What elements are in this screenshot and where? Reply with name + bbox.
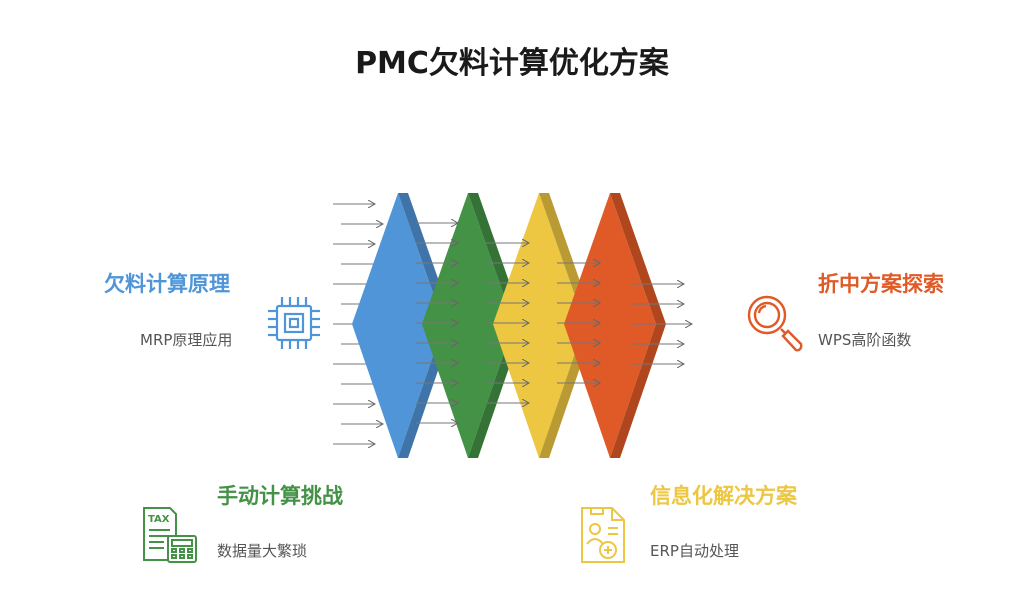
stage-detail-manual: 数据量大繁琐 (217, 542, 308, 560)
page-title: PMC欠料计算优化方案 (355, 46, 669, 81)
chevron-edge-3 (539, 193, 595, 458)
chevron-stage-3 (493, 193, 585, 458)
chevron-stage-1 (352, 193, 444, 458)
clipboard-medical-icon (581, 507, 625, 563)
tax-calculator-icon: TAX (143, 507, 197, 563)
chevron-edge-2 (468, 193, 524, 458)
chevron-stage-2 (422, 193, 514, 458)
stage-detail-principle: MRP原理应用 (140, 331, 233, 349)
stage-heading-manual: 手动计算挑战 (217, 484, 343, 508)
svg-text:TAX: TAX (148, 514, 170, 525)
chip-icon (268, 297, 320, 349)
stage-detail-compromise: WPS高阶函数 (818, 331, 912, 349)
chevron-edge-4 (610, 193, 666, 458)
stage-heading-it-solution: 信息化解决方案 (650, 484, 797, 508)
stage-heading-principle: 欠料计算原理 (104, 272, 230, 296)
magnifier-icon (747, 295, 803, 352)
chevron-stage-4 (564, 193, 656, 458)
stage-detail-it-solution: ERP自动处理 (650, 542, 739, 560)
stage-heading-compromise: 折中方案探索 (818, 272, 944, 296)
chevron-edge-1 (398, 193, 454, 458)
